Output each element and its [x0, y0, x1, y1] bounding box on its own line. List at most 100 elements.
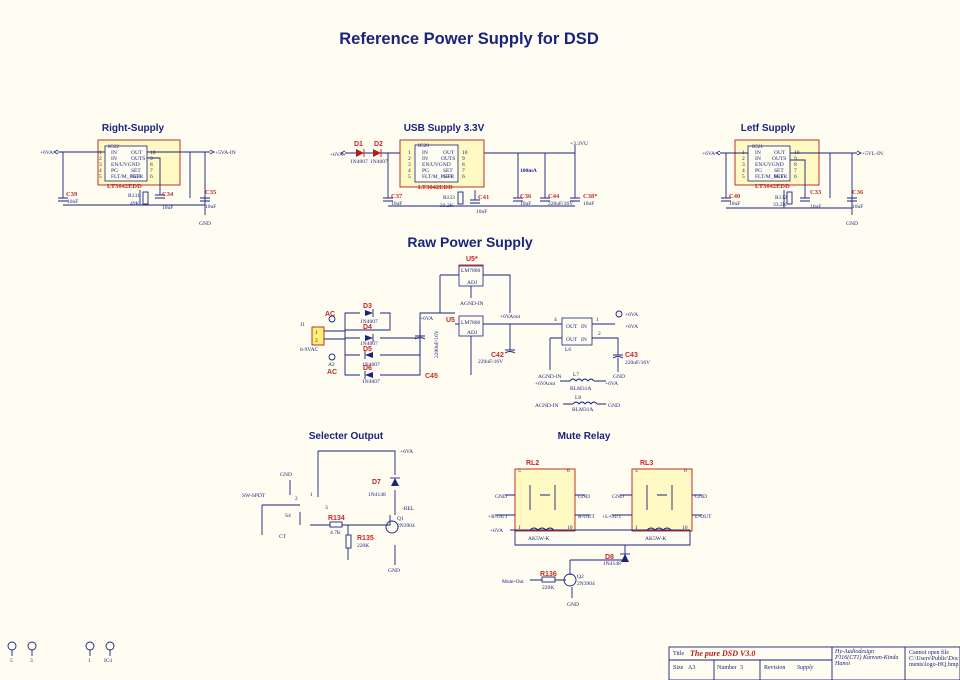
ic21-ref: IC21 [752, 144, 763, 150]
regulator-ic20 [414, 144, 459, 183]
svg-text:+6VA: +6VA [400, 449, 413, 455]
svg-text:10uF: 10uF [583, 201, 594, 207]
svg-text:EN/UVGND: EN/UVGND [111, 162, 140, 168]
svg-text:C:\Users\Public\Doc: C:\Users\Public\Doc [909, 656, 959, 662]
svg-text:Hanoi: Hanoi [834, 661, 850, 667]
svg-text:1: 1 [315, 330, 318, 336]
svg-text:GND: GND [613, 374, 625, 380]
right-supply-block: Right-Supply IC22 IN IN EN/UVGND PG FLT/… [40, 123, 236, 227]
svg-text:FLT/M_PGFR: FLT/M_PGFR [422, 174, 455, 180]
usb-caps: C37 10uF C41 10uF C36 10uF C44 220uF/16V… [383, 190, 597, 215]
svg-text:IN: IN [422, 150, 428, 156]
svg-text:1N4148: 1N4148 [368, 492, 386, 498]
svg-text:SET: SET [443, 168, 453, 174]
svg-text:220uF/16V: 220uF/16V [478, 359, 503, 365]
svg-text:AC: AC [327, 369, 337, 376]
svg-text:IN: IN [755, 156, 761, 162]
regulator-ic21 [747, 145, 791, 182]
svg-text:ADJ: ADJ [467, 330, 478, 336]
svg-text:C43: C43 [625, 352, 638, 359]
svg-text:C42: C42 [491, 352, 504, 359]
d2-diode [373, 149, 382, 157]
svg-text:3: 3 [325, 505, 328, 511]
svg-text:CT: CT [279, 534, 287, 540]
svg-text:10uF: 10uF [852, 204, 863, 210]
svg-text:PG: PG [111, 168, 118, 174]
svg-text:5: 5 [635, 468, 638, 474]
svg-text:6: 6 [567, 468, 570, 474]
svg-text:Supply: Supply [797, 665, 814, 671]
svg-text:J1: J1 [300, 322, 305, 328]
plus6va-test-point [615, 310, 623, 318]
right-supply-title: Right-Supply [102, 123, 165, 134]
svg-text:LM7806: LM7806 [461, 268, 481, 274]
svg-text:1: 1 [635, 525, 638, 531]
svg-text:SET: SET [131, 168, 141, 174]
svg-text:10uF: 10uF [810, 204, 821, 210]
svg-text:P116(CT1) Kanvan-Kinda: P116(CT1) Kanvan-Kinda [834, 654, 898, 661]
svg-text:7: 7 [150, 168, 153, 174]
svg-text:4: 4 [99, 168, 102, 174]
svg-text:2: 2 [99, 156, 102, 162]
svg-text:33.2K: 33.2K [440, 203, 454, 209]
q2-transistor [563, 573, 577, 587]
left-supply-title: Letf Supply [741, 123, 796, 134]
svg-text:33.2K: 33.2K [773, 202, 787, 208]
page-title: Reference Power Supply for DSD [339, 30, 599, 48]
svg-text:5: 5 [408, 174, 411, 180]
svg-text:C41: C41 [478, 194, 489, 201]
ic22-ref: IC22 [108, 144, 119, 150]
svg-text:1: 1 [596, 317, 599, 323]
svg-text:10uF: 10uF [162, 205, 173, 211]
svg-text:ADJ: ADJ [467, 280, 478, 286]
right-output-net: +5VA-IN [215, 150, 236, 156]
ic21-part: LT3042EDD [755, 183, 790, 190]
svg-text:R134: R134 [328, 515, 345, 522]
d7-diode [390, 477, 400, 486]
svg-text:The pure DSD V3.0: The pure DSD V3.0 [690, 649, 755, 658]
svg-text:C36: C36 [520, 193, 532, 200]
svg-text:SET: SET [443, 174, 453, 180]
svg-text:1N4007: 1N4007 [370, 159, 388, 165]
svg-text:3: 3 [742, 162, 745, 168]
svg-text:10uF: 10uF [391, 201, 402, 207]
svg-text:7: 7 [794, 168, 797, 174]
left-output-net: +5VL-IN [862, 151, 883, 157]
svg-text:GND: GND [495, 494, 507, 500]
usb-output-net: +3.3VU [570, 141, 588, 147]
svg-text:C37: C37 [391, 193, 403, 200]
svg-text:2: 2 [742, 156, 745, 162]
svg-text:BLM31A: BLM31A [570, 386, 591, 392]
svg-text:10: 10 [462, 150, 468, 156]
ic22-pin-labels: IN IN EN/UVGND PG FLT/M_PGFR OUT OUTS SE… [99, 150, 156, 180]
svg-text:L7: L7 [573, 372, 579, 378]
svg-text:U5*: U5* [466, 256, 478, 263]
svg-text:LM7806: LM7806 [461, 320, 481, 326]
svg-text:AGND-IN: AGND-IN [460, 301, 484, 307]
ic20-pin-labels: IN IN EN/UVGND PG FLT/M_PGFR OUT OUTS SE… [408, 150, 468, 180]
svg-text:+6VA: +6VA [490, 528, 503, 534]
svg-text:1N4007: 1N4007 [362, 379, 380, 385]
j1-connector[interactable] [311, 326, 325, 346]
r133-resistor [457, 191, 464, 205]
svg-text:2: 2 [598, 331, 601, 337]
svg-text:4: 4 [554, 317, 557, 323]
rl2-relay [514, 468, 576, 532]
svg-text:IN: IN [111, 156, 117, 162]
svg-text:10: 10 [682, 525, 688, 531]
svg-text:8: 8 [462, 162, 465, 168]
svg-text:1: 1 [408, 150, 411, 156]
r131-val: 49K [130, 201, 140, 207]
svg-text:AK5W-K: AK5W-K [528, 536, 549, 542]
svg-text:220K: 220K [357, 543, 369, 549]
svg-text:AC: AC [325, 311, 335, 318]
regulator-ic22 [104, 145, 148, 182]
svg-text:8: 8 [150, 162, 153, 168]
svg-text:Revision: Revision [764, 665, 785, 671]
svg-text:GND: GND [578, 494, 590, 500]
svg-text:SW-SPDT: SW-SPDT [242, 493, 266, 499]
svg-text:OUT: OUT [131, 150, 143, 156]
svg-text:1: 1 [518, 525, 521, 531]
mute-block: Mute Relay RL2 RL3 5 6 5 6 1 10 1 10 GND… [488, 431, 712, 608]
